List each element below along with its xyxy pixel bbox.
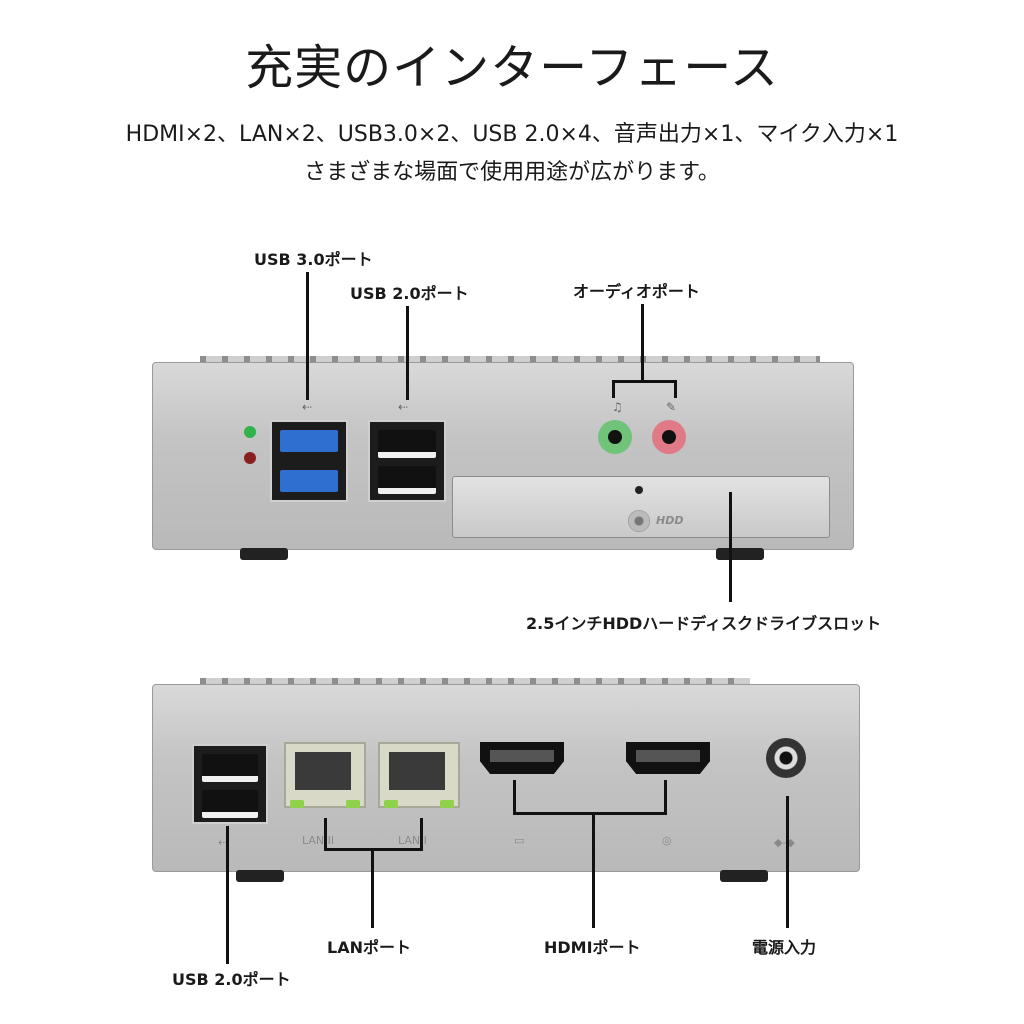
lan-port-2-led-right <box>346 800 360 808</box>
microphone-icon: ✎ <box>666 400 677 414</box>
usb2-back-ports[interactable] <box>192 744 268 824</box>
label-power: 電源入力 <box>752 938 817 957</box>
hdd-badge: HDD <box>656 514 684 527</box>
display-icon: ▭ <box>514 834 525 847</box>
lan-port-1[interactable] <box>378 742 460 808</box>
lan-port-1-socket <box>389 752 445 790</box>
label-lan: LANポート <box>327 938 411 957</box>
usb3-ports[interactable] <box>270 420 348 502</box>
leader-lan-right <box>420 818 423 850</box>
label-usb2-front: USB 2.0ポート <box>350 284 469 303</box>
leader-hdmi-bar <box>513 812 667 815</box>
lan-i-label: LAN I <box>398 834 427 847</box>
front-foot-left <box>240 548 288 560</box>
leader-lan-left <box>324 818 327 850</box>
hdd-bay-screw[interactable] <box>628 510 650 532</box>
usb3-slot-top[interactable] <box>280 430 338 452</box>
subtitle-usage: さまざまな場面で使用用途が広がります。 <box>304 160 720 185</box>
leader-hdmi-left <box>513 780 516 814</box>
leader-hdmi-right <box>664 780 667 814</box>
usb-icon: ⇠ <box>302 400 313 414</box>
leader-audio-right <box>674 380 677 398</box>
back-foot-left <box>236 870 284 882</box>
label-hdmi: HDMIポート <box>544 938 641 957</box>
usb2-back-slot-top[interactable] <box>202 754 258 782</box>
hdmi-port-1-pins <box>490 750 554 762</box>
leader-audio-left <box>612 380 615 398</box>
lan-port-2[interactable] <box>284 742 366 808</box>
hdmi-port-2[interactable] <box>626 742 710 774</box>
label-audio: オーディオポート <box>573 282 700 301</box>
usb2-front-slot-top[interactable] <box>378 430 436 458</box>
leader-power <box>786 796 789 928</box>
power-led-green <box>244 426 256 438</box>
usb2-front-ports[interactable] <box>368 420 446 502</box>
lan-ii-label: LAN II <box>302 834 335 847</box>
label-usb3: USB 3.0ポート <box>254 250 373 269</box>
usb-icon: ⇠ <box>218 836 228 849</box>
front-foot-right <box>716 548 764 560</box>
leader-lan-stem <box>371 848 374 928</box>
lan-port-2-led-left <box>290 800 304 808</box>
lan-port-2-socket <box>295 752 351 790</box>
power-icon: ◆-◆ <box>774 836 795 849</box>
leader-usb2-front <box>406 306 409 400</box>
dc-power-jack[interactable] <box>766 738 806 778</box>
leader-usb3 <box>306 272 309 400</box>
page-title: 充実のインターフェース <box>245 40 779 96</box>
mic-in-jack[interactable] <box>652 420 686 454</box>
usb2-back-slot-bottom[interactable] <box>202 790 258 818</box>
headphone-icon: ♫ <box>612 400 623 414</box>
leader-usb2-back <box>226 826 229 964</box>
hdmi-port-2-pins <box>636 750 700 762</box>
lan-port-1-led-right <box>440 800 454 808</box>
leader-audio-stem <box>641 304 644 382</box>
back-device-body <box>152 684 860 872</box>
subtitle-specs: HDMI×2、LAN×2、USB3.0×2、USB 2.0×4、音声出力×1、マ… <box>125 122 899 147</box>
leader-hdmi-stem <box>592 812 595 928</box>
usb2-front-slot-bottom[interactable] <box>378 466 436 494</box>
leader-hdd <box>729 492 732 602</box>
usb3-slot-bottom[interactable] <box>280 470 338 492</box>
label-usb2-back: USB 2.0ポート <box>172 970 291 989</box>
hdd-led-red <box>244 452 256 464</box>
lan-port-1-led-left <box>384 800 398 808</box>
hdmi-port-1[interactable] <box>480 742 564 774</box>
back-foot-right <box>720 870 768 882</box>
camera-icon: ◎ <box>662 834 672 847</box>
audio-out-jack[interactable] <box>598 420 632 454</box>
hdd-bay-hole <box>635 486 643 494</box>
label-hdd-slot: 2.5インチHDDハードディスクドライブスロット <box>526 614 882 633</box>
leader-audio-bar <box>612 380 676 383</box>
usb-icon: ⇠ <box>398 400 409 414</box>
